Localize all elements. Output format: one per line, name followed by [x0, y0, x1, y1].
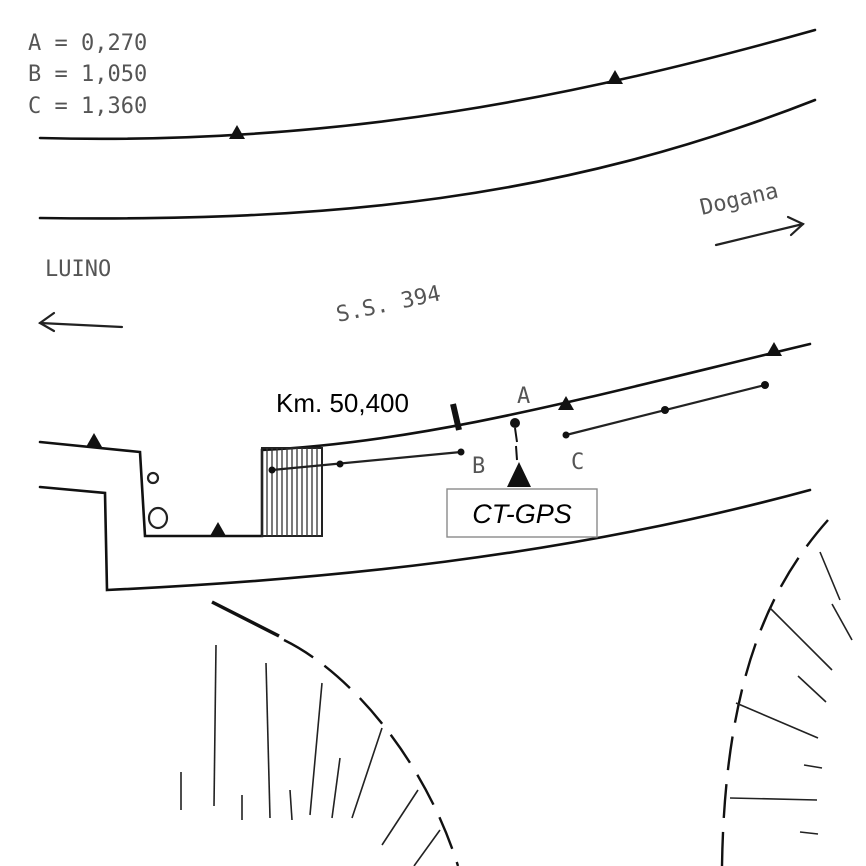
baseline-b: [268, 448, 465, 474]
baseline-c: [562, 381, 769, 439]
small-ring: [146, 471, 160, 485]
direction-right-label: Dogana: [698, 179, 781, 221]
arrow-right-icon: [714, 215, 805, 247]
survey-marker-icon: [558, 396, 574, 410]
point-a-label: A: [517, 384, 530, 409]
lower-left-circular-structure: [180, 600, 460, 866]
legend-c: C = 1,360: [28, 94, 147, 119]
legend-a: A = 0,270: [28, 31, 147, 56]
point-a-link: [514, 427, 518, 461]
survey-marker-icon: [86, 433, 102, 447]
hatched-structure: [261, 447, 323, 537]
survey-marker-icon: [210, 522, 226, 536]
survey-marker-icon: [229, 125, 245, 139]
lower-road-edge-1: [38, 342, 812, 538]
survey-marker-icon: [607, 70, 623, 84]
upper-road-edge-2: [38, 98, 817, 220]
legend-b: B = 1,050: [28, 62, 147, 87]
road-name: S.S. 394: [334, 281, 443, 327]
station-label: CT-GPS: [472, 499, 572, 529]
arrow-left-icon: [37, 311, 124, 333]
km-marker-post: [450, 403, 462, 431]
lower-road-edge-2: [38, 485, 812, 592]
direction-left-label: LUINO: [45, 257, 111, 282]
station-triangle-icon: [507, 462, 531, 487]
point-b-label: B: [472, 454, 485, 479]
station-label-box: [446, 488, 598, 538]
point-a-dot: [510, 418, 520, 428]
round-object: [147, 506, 169, 530]
upper-road-edge-1: [38, 28, 817, 141]
point-c-label: C: [571, 450, 584, 475]
survey-marker-icon: [766, 342, 782, 356]
km-marker-label: Km. 50,400: [276, 388, 409, 418]
lower-right-circular-structure: [720, 519, 853, 866]
